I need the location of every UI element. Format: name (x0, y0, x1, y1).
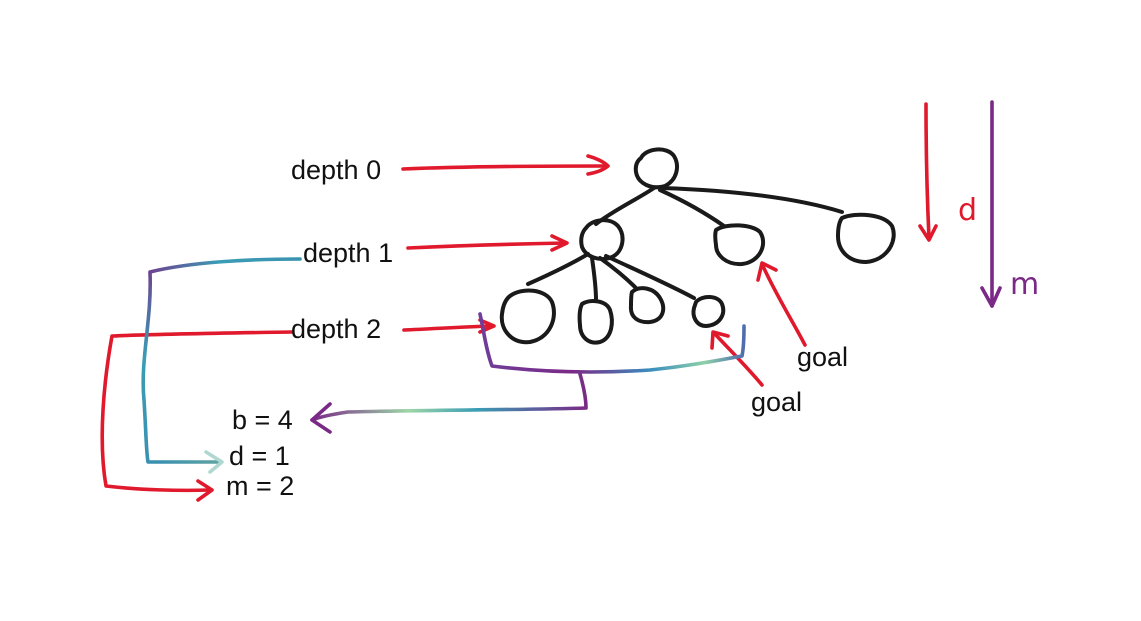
d-arrow (924, 102, 931, 240)
gradient-strokes (141, 257, 746, 474)
m-arrowhead (980, 286, 1002, 308)
d-link-arrow (141, 257, 302, 464)
tree-edge-d1-d2-d (604, 254, 696, 300)
goal-right-arrowhead (756, 261, 778, 282)
goal-label-right: goal (797, 342, 849, 372)
b-arrowhead (310, 402, 332, 434)
tree-edge-d1-d2-c (598, 256, 638, 290)
depth1-arrowhead (550, 234, 569, 252)
goal-right-arrow (760, 262, 807, 347)
depth0-arrowhead (586, 154, 610, 176)
goal-left-arrowhead (710, 330, 730, 350)
tree-edge-root-d1-left (594, 186, 656, 226)
m-link-arrowhead (196, 479, 214, 502)
d-link-arrowhead (204, 450, 224, 474)
m-arrow-group (980, 100, 1002, 308)
tree-edge-root-d1-middle (658, 188, 726, 228)
d-arrow-label: d (958, 193, 978, 228)
depth0-arrow (401, 164, 606, 171)
tree-node-d2-d (691, 295, 726, 328)
b-value-label: b = 4 (232, 405, 293, 435)
tree-node-root (633, 147, 679, 190)
tree-node-d1-middle (713, 223, 766, 267)
red-arrows (100, 102, 938, 502)
depth1-label: depth 1 (303, 238, 394, 268)
tree-node-d2-a (499, 288, 556, 345)
depth2-arrow (402, 324, 492, 332)
tree-edge-root-d1-right (660, 186, 844, 214)
m-arrow-label: m (1010, 267, 1040, 302)
depth0-label: depth 0 (291, 155, 382, 185)
tree-node-d2-c (628, 286, 666, 325)
tree-edge-d1-d2-a (526, 252, 590, 286)
search-tree (499, 147, 896, 345)
tree-edge-d1-d2-b (590, 256, 598, 302)
d-arrowhead (918, 224, 938, 242)
d-value-label: d = 1 (229, 441, 290, 471)
tree-node-d2-b (577, 299, 614, 345)
depth2-label: depth 2 (291, 314, 382, 344)
depth2-bracket (478, 312, 746, 374)
m-link-arrow (100, 330, 294, 493)
b-arrow (310, 372, 588, 422)
goal-label-left: goal (751, 387, 803, 417)
m-value-label: m = 2 (226, 471, 295, 501)
tree-node-d1-right (836, 212, 896, 264)
depth1-arrow (406, 241, 568, 250)
